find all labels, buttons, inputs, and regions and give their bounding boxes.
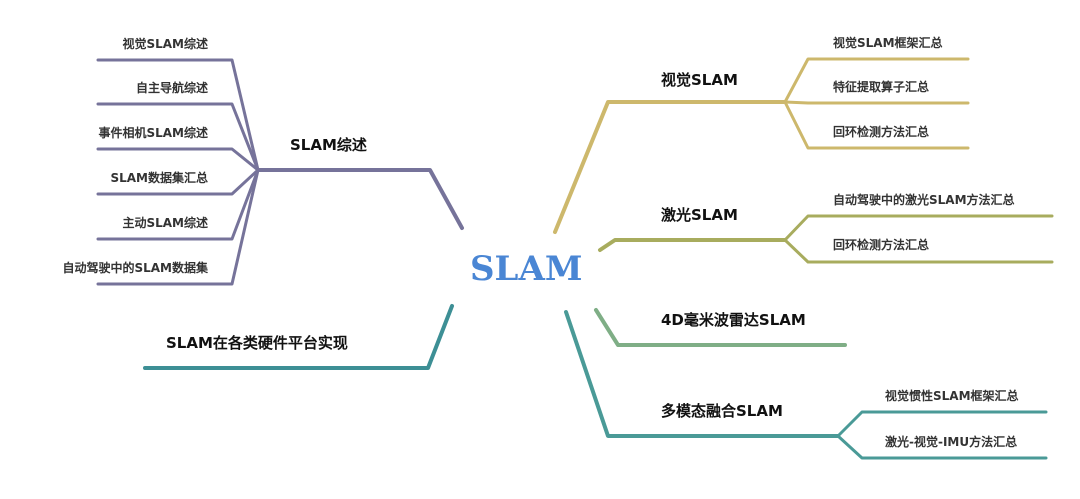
leaf-visual-2: 回环检测方法汇总 (833, 125, 930, 139)
leaf-review-5: 自动驾驶中的SLAM数据集 (62, 261, 208, 275)
connector-lidar-leaf-1 (783, 238, 1054, 264)
connector-radar-main (594, 308, 847, 347)
connector-review-leaf-3 (96, 168, 260, 196)
connector-multimodal-main (564, 310, 840, 438)
leaf-lidar-0: 自动驾驶中的激光SLAM方法汇总 (833, 193, 1015, 207)
leaf-review-3: SLAM数据集汇总 (110, 171, 208, 185)
connector-visual-leaf-1 (783, 100, 970, 105)
leaf-review-1: 自主导航综述 (135, 81, 208, 95)
root-node-label: SLAM (470, 249, 583, 289)
connector-multimodal-leaf-0 (836, 410, 1048, 438)
connector-review-leaf-0 (96, 58, 260, 172)
branch-visual-label: 视觉SLAM (661, 71, 738, 89)
branch-radar-label: 4D毫米波雷达SLAM (661, 311, 806, 329)
branch-multimodal-label: 多模态融合SLAM (661, 402, 783, 420)
connector-lidar-leaf-0 (783, 214, 1054, 242)
leaf-lidar-1: 回环检测方法汇总 (833, 238, 930, 252)
connector-multimodal-leaf-1 (836, 434, 1048, 460)
connector-visual-main (553, 100, 787, 234)
connector-visual-leaf-0 (783, 57, 970, 104)
leaf-visual-0: 视觉SLAM框架汇总 (833, 36, 943, 50)
branch-review-label: SLAM综述 (290, 136, 367, 154)
branch-platform-label: SLAM在各类硬件平台实现 (166, 334, 348, 352)
connector-review-leaf-2 (96, 147, 260, 172)
connector-review-leaf-4 (96, 168, 260, 241)
connector-lidar-main (598, 238, 787, 252)
connector-review-leaf-1 (96, 102, 260, 172)
leaf-multimodal-0: 视觉惯性SLAM框架汇总 (885, 389, 1019, 403)
leaf-visual-1: 特征提取算子汇总 (833, 80, 930, 94)
connector-platform-main (143, 304, 454, 370)
connector-review-leaf-5 (96, 168, 260, 286)
leaf-multimodal-1: 激光-视觉-IMU方法汇总 (885, 435, 1018, 449)
leaf-review-0: 视觉SLAM综述 (122, 37, 208, 51)
connector-review-main (256, 168, 464, 230)
leaf-review-4: 主动SLAM综述 (122, 216, 208, 230)
branch-lidar-label: 激光SLAM (661, 206, 738, 224)
connector-visual-leaf-2 (783, 100, 970, 150)
leaf-review-2: 事件相机SLAM综述 (98, 126, 208, 140)
